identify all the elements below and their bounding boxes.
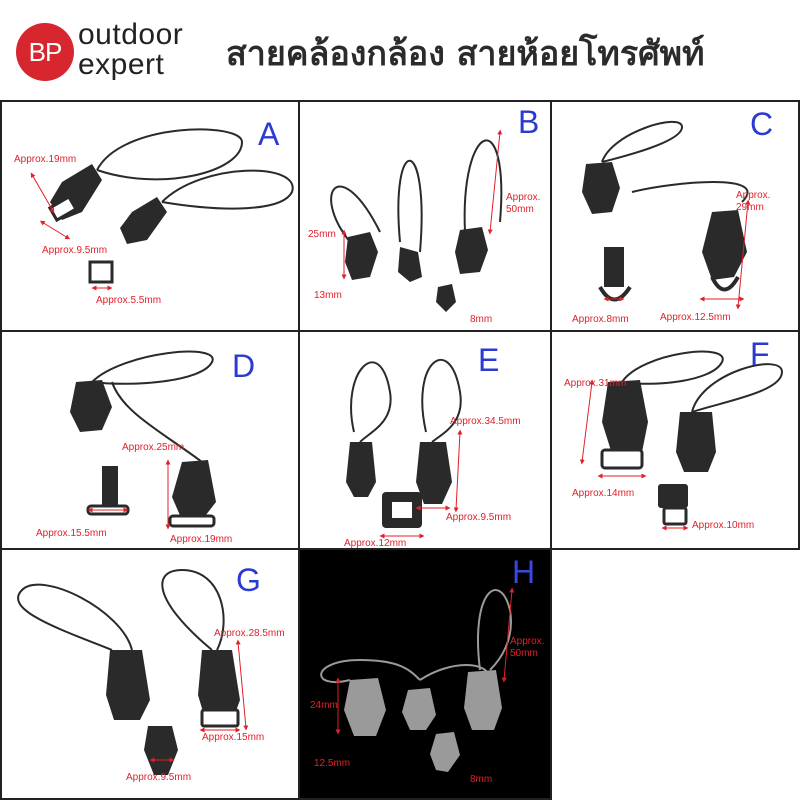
dimension-label: Approx.19mm bbox=[14, 154, 77, 165]
panel-a-illustration bbox=[30, 128, 294, 291]
panel-letter: D bbox=[232, 348, 256, 384]
panel-c: C Approx. 29mm Approx.8mm Approx.12.5mm bbox=[550, 100, 800, 332]
dimension-label: Approx.14mm bbox=[572, 488, 635, 499]
panel-f: F Approx.31mm Approx.14mm Approx.10mm bbox=[550, 330, 800, 550]
panel-f-illustration bbox=[579, 350, 784, 531]
header: BP outdoor expert สายคล้องกล้อง สายห้อยโ… bbox=[0, 0, 800, 100]
panel-d: D Approx.25mm Approx.15.5mm Approx.19mm bbox=[0, 330, 300, 550]
empty-panel bbox=[550, 548, 800, 800]
panel-e: E Approx.34.5mm Approx.9.5mm Approx.12mm bbox=[298, 330, 552, 550]
panel-letter: B bbox=[518, 104, 540, 140]
dimension-label: 29mm bbox=[736, 202, 764, 213]
dimension-label: 50mm bbox=[506, 204, 534, 215]
page-title: สายคล้องกล้อง สายห้อยโทรศัพท์ bbox=[226, 34, 705, 74]
dimension-label: Approx. bbox=[736, 190, 771, 201]
panel-letter: C bbox=[750, 106, 774, 142]
panel-e-illustration bbox=[346, 358, 463, 539]
dimension-label: Approx.12.5mm bbox=[660, 312, 731, 323]
panel-b-illustration bbox=[330, 129, 503, 312]
panel-letter: H bbox=[512, 554, 536, 590]
dimension-label: Approx.15mm bbox=[202, 732, 265, 743]
dimension-label: Approx.8mm bbox=[572, 314, 629, 325]
panel-g: G Approx.28.5mm Approx.15mm Approx.9.5mm bbox=[0, 548, 300, 800]
dimension-label: Approx.9.5mm bbox=[42, 245, 108, 256]
dimension-label: Approx.12mm bbox=[344, 538, 407, 549]
dimension-label: Approx.31mm bbox=[564, 378, 627, 389]
dimension-label: Approx.19mm bbox=[170, 534, 233, 545]
dimension-label: Approx.15.5mm bbox=[36, 528, 107, 539]
dimension-label: 25mm bbox=[308, 229, 336, 240]
dimension-label: 24mm bbox=[310, 700, 338, 711]
dimension-label: 50mm bbox=[510, 648, 538, 659]
product-grid: A Approx.19mm Approx.9.5mm Approx.5.5mm … bbox=[0, 100, 800, 800]
logo-text-line1: outdoor bbox=[78, 18, 184, 51]
dimension-label: Approx.34.5mm bbox=[450, 416, 521, 427]
dimension-label: 13mm bbox=[314, 290, 342, 301]
panel-d-illustration bbox=[70, 350, 216, 530]
panel-h: H Approx. 50mm 24mm 12.5mm 8mm bbox=[298, 548, 552, 800]
dimension-label: Approx.10mm bbox=[692, 520, 755, 531]
panel-letter: A bbox=[258, 116, 280, 152]
panel-letter: F bbox=[750, 336, 770, 372]
dimension-label: Approx. bbox=[506, 192, 541, 203]
logo-text-line2: expert bbox=[78, 48, 165, 81]
dimension-label: Approx.28.5mm bbox=[214, 628, 285, 639]
panel-letter: E bbox=[478, 342, 500, 378]
buckle-female bbox=[120, 197, 167, 244]
panel-c-illustration bbox=[582, 121, 751, 310]
panel-letter: G bbox=[236, 562, 261, 598]
dimension-label: Approx.9.5mm bbox=[446, 512, 512, 523]
panel-g-illustration bbox=[17, 568, 249, 775]
dimension-label: Approx.9.5mm bbox=[126, 772, 192, 783]
dimension-label: 8mm bbox=[470, 314, 493, 325]
dimension-label: 12.5mm bbox=[314, 758, 351, 769]
brand-logo: BP outdoor expert bbox=[16, 18, 206, 81]
dimension-label: Approx.25mm bbox=[122, 442, 185, 453]
panel-b: B Approx. 50mm 25mm 13mm 8mm bbox=[298, 100, 552, 332]
dimension-label: Approx. bbox=[510, 636, 545, 647]
dimension-label: 8mm bbox=[470, 774, 493, 785]
dimension-label: Approx.5.5mm bbox=[96, 295, 162, 306]
panel-a: A Approx.19mm Approx.9.5mm Approx.5.5mm bbox=[0, 100, 300, 332]
panel-h-illustration bbox=[320, 587, 515, 772]
logo-mark: BP bbox=[16, 23, 74, 81]
